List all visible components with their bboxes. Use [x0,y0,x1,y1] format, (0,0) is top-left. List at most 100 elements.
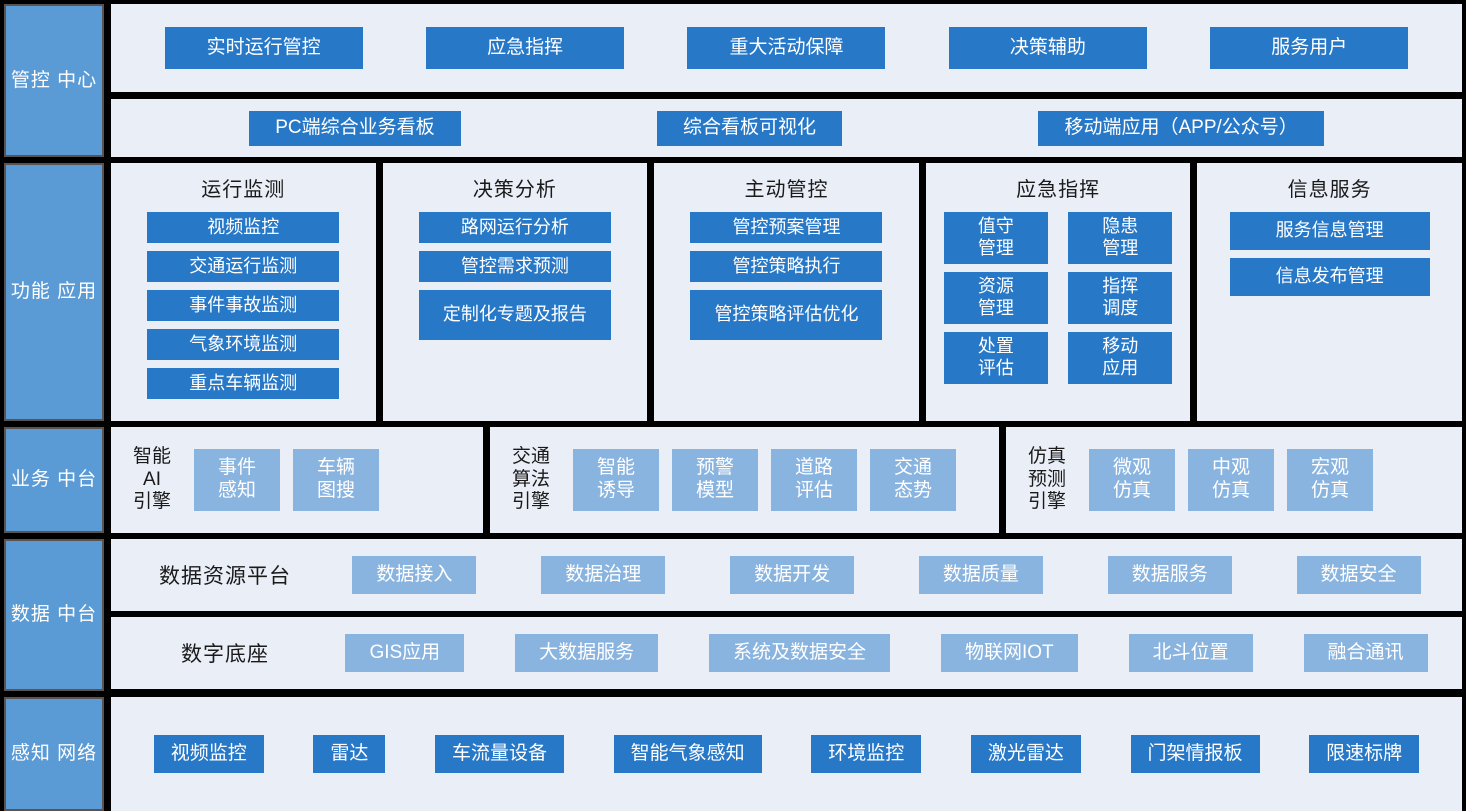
chip-line: 管理 [977,298,1014,318]
chip-line: 智能 [597,457,636,479]
chip-line: 预警 [696,457,735,479]
function-item[interactable]: 事件事故监测 [147,290,340,321]
layer-data-platform: 数据 中台 数据资源平台数据接入数据治理数据开发数据质量数据服务数据安全数字底座… [4,539,1462,691]
sensing-device[interactable]: 智能气象感知 [613,735,762,773]
function-panel-group: 运行监测视频监控交通运行监测事件事故监测气象环境监测重点车辆监测决策分析路网运行… [111,163,1462,421]
data-platform-row-items: 数据接入 数据治理 数据开发 数据质量 数据服务 数据安全 [325,556,1448,594]
function-panel: 决策分析路网运行分析管控需求预测定制化专题及报告 [382,163,648,421]
data-platform-item[interactable]: 数据安全 [1296,556,1421,594]
business-engine-name: 仿真 预测 引擎 [1028,446,1067,513]
control-center-top-panel: 实时运行管控 应急指挥 重大活动保障 决策辅助 服务用户 [111,4,1462,92]
function-item[interactable]: 交通运行监测 [147,251,340,282]
sensing-device[interactable]: 环境监控 [811,735,922,773]
control-center-item[interactable]: 实时运行管控 [164,27,363,69]
chip-line: 交通 [894,457,933,479]
sensing-device[interactable]: 限速标牌 [1309,735,1420,773]
control-center-channel[interactable]: PC端综合业务看板 [249,110,461,146]
function-item[interactable]: 处置评估 [943,332,1048,384]
function-item[interactable]: 管控需求预测 [418,251,611,282]
business-engine-group: 智能 AI 引擎事件感知车辆图搜交通 算法 引擎智能诱导预警模型道路评估交通态势… [111,427,1462,533]
data-platform-item[interactable]: 北斗位置 [1128,634,1253,672]
control-center-channel[interactable]: 移动端应用（APP/公众号） [1038,110,1324,146]
chip-line: 移动 [1102,336,1139,357]
data-platform-row-title: 数据资源平台 [159,565,291,588]
function-item[interactable]: 管控预案管理 [690,212,883,243]
data-platform-item[interactable]: 融合通讯 [1303,634,1428,672]
business-engine-item[interactable]: 微观仿真 [1089,449,1176,511]
function-item[interactable]: 路网运行分析 [418,212,611,243]
data-platform-row-title: 数字底座 [181,643,269,666]
function-item[interactable]: 视频监控 [147,212,340,243]
business-engine-item[interactable]: 预警模型 [672,449,759,511]
data-platform-item[interactable]: 数据接入 [352,556,477,594]
layer-control-center: 管控 中心 实时运行管控应急指挥重大活动保障决策辅助服务用户 PC端综合业务看板… [4,4,1462,157]
function-item[interactable]: 指挥调度 [1068,272,1173,324]
chip-line: 指挥 [1102,276,1139,297]
business-engine-panel: 智能 AI 引擎事件感知车辆图搜 [111,427,483,533]
function-item[interactable]: 服务信息管理 [1229,212,1430,250]
function-item[interactable]: 移动应用 [1068,332,1173,384]
control-center-channel[interactable]: 综合看板可视化 [657,110,843,146]
sensing-network-panel: 视频监控 雷达 车流量设备 智能气象感知 环境监控 激光雷达 门架情报板 限速标牌 [111,697,1462,811]
business-engine-item[interactable]: 道路评估 [771,449,858,511]
control-center-item[interactable]: 服务用户 [1210,27,1409,69]
sensing-device[interactable]: 门架情报板 [1130,735,1260,773]
function-panel-title: 运行监测 [201,179,286,201]
control-center-item[interactable]: 重大活动保障 [687,27,886,69]
function-panel-items: 管控预案管理管控策略执行管控策略评估优化 [666,212,907,340]
chip-line: 事件 [218,457,257,479]
control-center-item[interactable]: 决策辅助 [948,27,1147,69]
sensing-device[interactable]: 视频监控 [153,735,264,773]
function-item[interactable]: 气象环境监测 [147,329,340,360]
business-engine-item[interactable]: 车辆图搜 [293,449,380,511]
function-item[interactable]: 隐患管理 [1068,212,1173,264]
function-item[interactable]: 信息发布管理 [1229,258,1430,296]
business-engine-item[interactable]: 交通态势 [870,449,957,511]
function-item[interactable]: 值守管理 [943,212,1048,264]
data-platform-item[interactable]: 数据治理 [541,556,666,594]
chip-line: 调度 [1102,298,1139,318]
layer-label-business-platform: 业务 中台 [4,427,104,533]
function-panel: 运行监测视频监控交通运行监测事件事故监测气象环境监测重点车辆监测 [111,163,376,421]
sensing-device[interactable]: 车流量设备 [435,735,565,773]
layer-label-sensing-network: 感知 网络 [4,697,104,811]
layer-sensing-network: 感知 网络 视频监控 雷达 车流量设备 智能气象感知 环境监控 激光雷达 门架情报板 限速标牌 [4,697,1462,811]
chip-line: 定制化专题 [442,304,533,325]
chip-line: 管理 [1102,238,1139,258]
business-engine-item[interactable]: 中观仿真 [1188,449,1275,511]
control-center-item[interactable]: 应急指挥 [426,27,625,69]
data-platform-item[interactable]: 物联网IOT [940,634,1078,672]
chip-line: 评估 [977,358,1014,378]
data-platform-item[interactable]: 数据质量 [918,556,1043,594]
function-item[interactable]: 管控策略评估优化 [690,290,883,340]
sensing-device[interactable]: 激光雷达 [970,735,1081,773]
chip-line: 值守 [977,216,1014,237]
function-panel-items: 值守管理隐患管理资源管理指挥调度处置评估移动应用 [938,212,1179,384]
sensing-device[interactable]: 雷达 [313,735,386,773]
chip-line: 评估 [795,480,834,501]
business-engine-name: 交通 算法 引擎 [512,446,551,513]
data-platform-item[interactable]: 数据开发 [730,556,855,594]
function-panel-title: 决策分析 [472,179,557,201]
data-platform-item[interactable]: 大数据服务 [515,634,659,672]
business-engine-panel: 仿真 预测 引擎微观仿真中观仿真宏观仿真 [1006,427,1462,533]
business-engine-panel: 交通 算法 引擎智能诱导预警模型道路评估交通态势 [490,427,999,533]
function-item[interactable]: 定制化专题及报告 [418,290,611,340]
chip-line: 车辆 [317,457,356,479]
data-platform-item[interactable]: GIS应用 [345,634,465,672]
chip-line: 管理 [977,238,1014,258]
data-platform-row: 数字底座 GIS应用 大数据服务 系统及数据安全 物联网IOT 北斗位置 融合通讯 [111,617,1462,689]
function-item[interactable]: 重点车辆监测 [147,368,340,399]
chip-line: 模型 [696,480,735,501]
chip-line: 管控策略评估 [714,304,823,325]
function-item[interactable]: 管控策略执行 [690,251,883,282]
data-platform-item[interactable]: 数据服务 [1107,556,1232,594]
business-engine-item[interactable]: 智能诱导 [573,449,660,511]
business-engine-item[interactable]: 事件感知 [194,449,281,511]
function-panel-title: 信息服务 [1287,179,1372,201]
chip-line: 微观 [1113,457,1152,479]
function-panel-items: 视频监控交通运行监测事件事故监测气象环境监测重点车辆监测 [123,212,364,399]
data-platform-item[interactable]: 系统及数据安全 [709,634,891,672]
function-item[interactable]: 资源管理 [943,272,1048,324]
business-engine-item[interactable]: 宏观仿真 [1287,449,1374,511]
